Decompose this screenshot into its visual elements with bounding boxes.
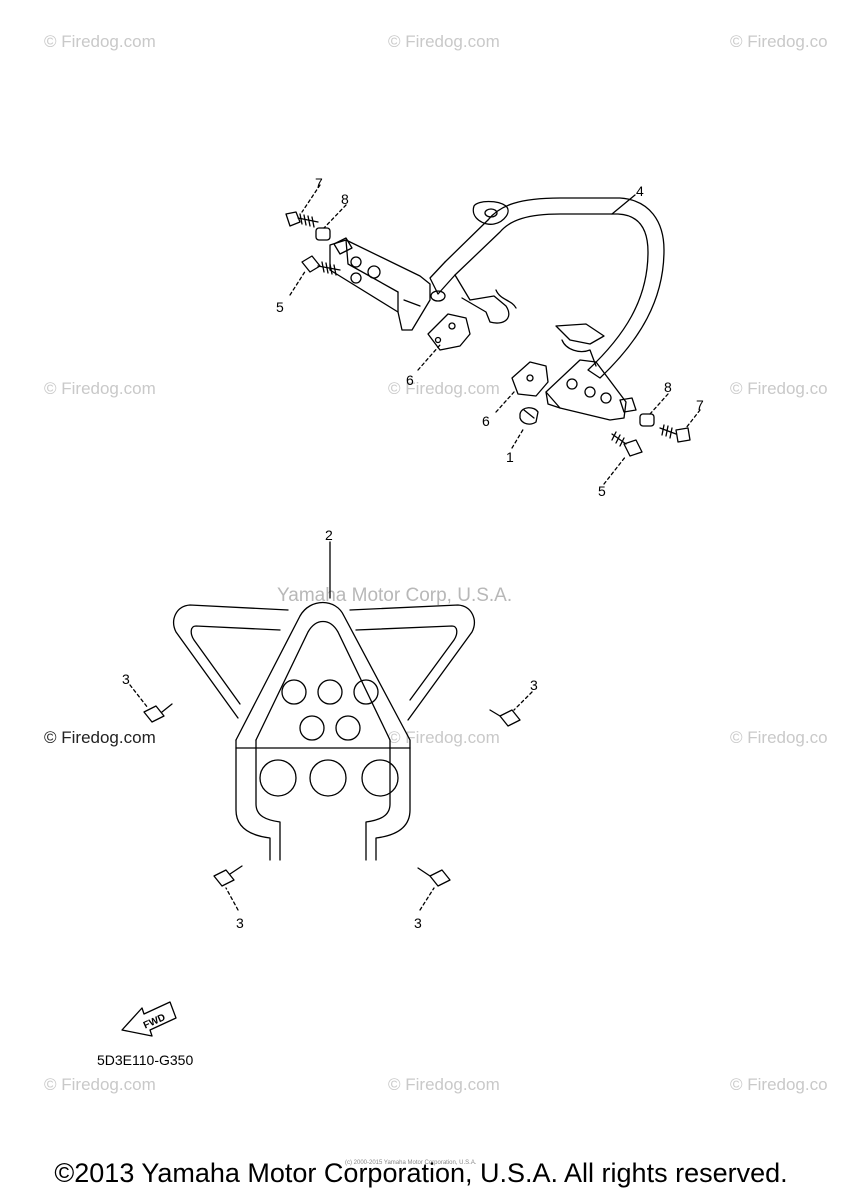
- clip: [519, 407, 539, 425]
- callout-5: 5: [276, 299, 284, 315]
- watermark: © Firedog.com: [44, 1075, 156, 1094]
- watermark: © Firedog.com: [388, 379, 500, 398]
- left-bracket: [329, 239, 431, 331]
- watermark: © Firedog.com: [388, 1075, 500, 1094]
- callouts: 7 8 5 4 6 6 1 8 7 5 2 3 3 3 3 FWD: [122, 175, 704, 1031]
- callout-3: 3: [236, 915, 244, 931]
- callout-7: 7: [315, 175, 323, 191]
- bolt-3-left-upper: [143, 703, 173, 723]
- callout-3: 3: [122, 671, 130, 687]
- callout-3: 3: [414, 915, 422, 931]
- bolt-3-right-upper: [489, 709, 521, 727]
- tiny-copyright: (c) 2000-2015 Yamaha Motor Corporation, …: [345, 1160, 477, 1166]
- watermark: © Firedog.com: [388, 32, 500, 51]
- footer-copyright: ©2013 Yamaha Motor Corporation, U.S.A. A…: [54, 1158, 788, 1188]
- callout-6: 6: [482, 413, 490, 429]
- bolt-7-right: [659, 424, 691, 443]
- watermark: © Firedog.com: [388, 728, 500, 747]
- callout-2: 2: [325, 527, 333, 543]
- callout-7: 7: [696, 397, 704, 413]
- bolt-5-right: [611, 431, 643, 457]
- part-code: 5D3E110-G350: [97, 1052, 194, 1068]
- bolt-7-left: [285, 211, 319, 228]
- bolt-5-left: [301, 255, 341, 276]
- watermark: © Firedog.com: [44, 728, 156, 747]
- callout-1: 1: [506, 449, 514, 465]
- yamaha-corp-watermark: Yamaha Motor Corp, U.S.A.: [277, 585, 513, 606]
- left-plate: [427, 313, 471, 351]
- watermark: © Firedog.com: [44, 32, 156, 51]
- front-bumper: [173, 602, 475, 861]
- collar-8-right: [619, 397, 655, 427]
- callout-3: 3: [530, 677, 538, 693]
- callout-8: 8: [341, 191, 349, 207]
- callout-6: 6: [406, 372, 414, 388]
- bolt-3-left-lower: [213, 865, 243, 887]
- grab-bar: [429, 197, 665, 379]
- right-plate: [511, 361, 549, 397]
- collar-8-left: [315, 227, 353, 255]
- watermark: © Firedog.co: [730, 379, 828, 398]
- callout-8: 8: [664, 379, 672, 395]
- right-bracket: [545, 323, 627, 421]
- bolt-3-right-lower: [417, 867, 451, 887]
- fwd-arrow-icon: [121, 1001, 177, 1037]
- callout-4: 4: [636, 183, 644, 199]
- watermark: © Firedog.co: [730, 32, 828, 51]
- callout-5: 5: [598, 483, 606, 499]
- watermark: © Firedog.co: [730, 728, 828, 747]
- watermark: © Firedog.co: [730, 1075, 828, 1094]
- watermark: © Firedog.com: [44, 379, 156, 398]
